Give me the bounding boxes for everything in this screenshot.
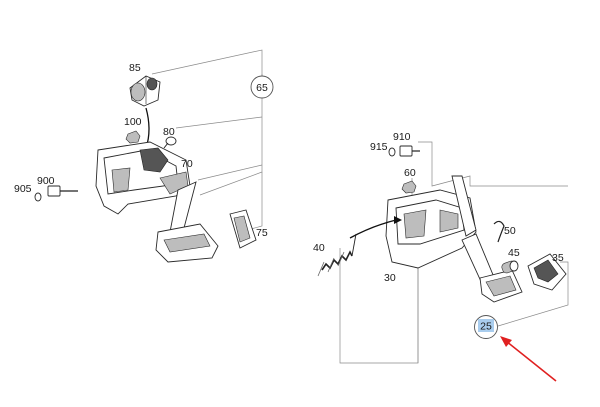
red-arrow-icon xyxy=(500,336,557,382)
part-910-bolt[interactable] xyxy=(399,145,420,157)
callout-40: 40 xyxy=(313,242,325,254)
callout-100: 100 xyxy=(124,116,142,128)
group-callout-25-highlight xyxy=(478,319,494,332)
callout-900: 900 xyxy=(37,175,55,187)
part-915-washer[interactable] xyxy=(388,147,396,157)
pedal-lever[interactable] xyxy=(461,233,523,303)
part-60-nut[interactable] xyxy=(401,180,417,194)
callout-915: 915 xyxy=(370,141,388,153)
callout-50: 50 xyxy=(504,225,516,237)
callout-905: 905 xyxy=(14,183,32,195)
group-callout-25-label: 25 xyxy=(480,321,492,333)
part-35-pedal-pad[interactable] xyxy=(527,253,567,291)
callout-45: 45 xyxy=(508,247,520,259)
part-75-pedal-pad[interactable] xyxy=(229,209,257,249)
callout-35: 35 xyxy=(552,252,564,264)
callout-85: 85 xyxy=(129,62,141,74)
callout-75: 75 xyxy=(256,227,268,239)
part-50-clip[interactable] xyxy=(493,220,505,243)
part-905-washer[interactable] xyxy=(34,192,42,202)
part-30-pedal-bracket[interactable] xyxy=(385,175,477,269)
part-40-spring[interactable] xyxy=(317,233,357,277)
left-assembly: 65 85 100 80 xyxy=(14,49,274,263)
callout-910: 910 xyxy=(393,131,411,143)
assembly-arrow-icon xyxy=(349,219,397,239)
part-900-bolt[interactable] xyxy=(47,185,78,197)
arrowhead-icon xyxy=(394,216,402,224)
part-70-pedal-bracket[interactable] xyxy=(95,141,219,263)
callout-60: 60 xyxy=(404,167,416,179)
part-45-bushing[interactable] xyxy=(501,260,519,274)
callout-80: 80 xyxy=(163,126,175,138)
callout-30: 30 xyxy=(384,272,396,284)
part-85-master-cylinder[interactable] xyxy=(129,75,161,107)
group-callout-65-circle[interactable] xyxy=(250,75,274,99)
part-80-pin[interactable] xyxy=(163,136,177,149)
group-callout-65-label: 65 xyxy=(256,82,268,94)
part-100-nut[interactable] xyxy=(125,130,141,144)
right-assembly: 910 915 60 30 40 xyxy=(313,131,569,364)
callout-70: 70 xyxy=(181,158,193,170)
